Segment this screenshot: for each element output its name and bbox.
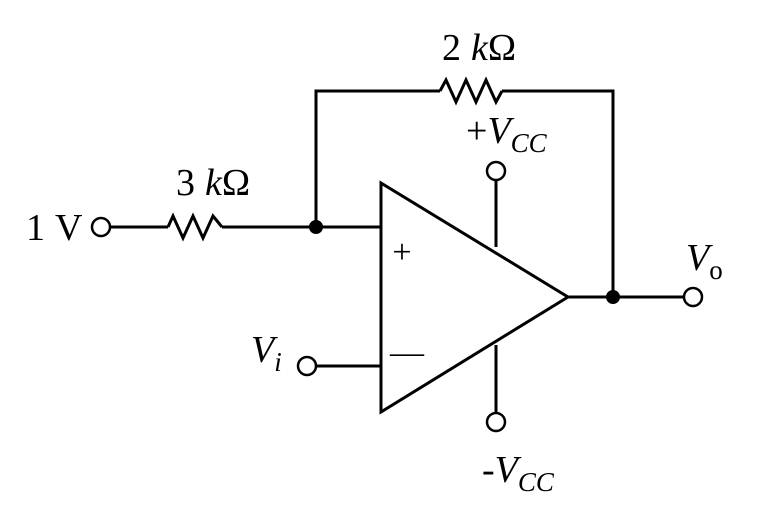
positive-supply-terminal [485,160,507,182]
vo-label: Vo [686,237,723,285]
feedback-resistor-unit: Ω [488,27,516,69]
feedback-wire-right [502,89,615,297]
negative-supply-sign: - [482,449,495,491]
vi-terminal [296,355,318,377]
resistor-3k [166,212,224,242]
vo-symbol: V [686,237,713,279]
vo-subscript: o [709,255,723,285]
noninverting-sign: + [392,234,411,271]
negative-supply-label: -VCC [482,449,555,497]
output-junction-dot [606,290,620,304]
input-resistor-prefix: k [205,162,223,204]
input-resistor-value: 3 [176,162,195,204]
positive-supply-sign: + [466,110,487,152]
positive-supply-label: +VCC [466,110,548,158]
positive-supply-subscript: CC [511,128,548,158]
negative-supply-symbol: V [495,449,522,491]
opamp-triangle [379,180,571,415]
vi-subscript: i [274,347,282,377]
input-voltage-unit: V [55,207,83,249]
wires [110,89,684,413]
negative-supply-subscript: CC [518,467,555,497]
feedback-resistor-prefix: k [471,27,489,69]
negative-supply-terminal [485,411,507,433]
feedback-wire-left [314,89,440,227]
input-junction-dot [309,220,323,234]
positive-supply-symbol: V [487,110,514,152]
resistor-2k [438,76,504,106]
input-voltage-terminal [90,216,112,238]
feedback-resistor-value: 2 [442,27,461,69]
vi-symbol: V [251,329,278,371]
vo-terminal [682,286,704,308]
input-voltage-value: 1 [26,207,45,249]
inverting-sign: — [389,334,425,371]
vi-label: Vi [251,329,282,377]
input-resistor-unit: Ω [222,162,250,204]
